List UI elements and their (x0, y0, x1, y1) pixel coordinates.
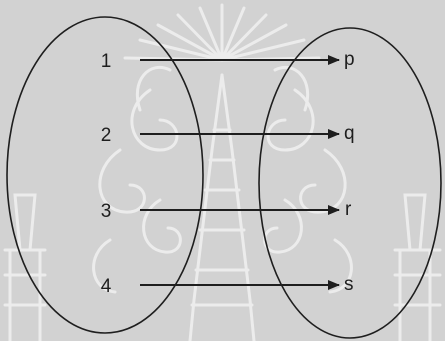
domain-element-2: 2 (101, 125, 112, 146)
codomain-element-s: s (344, 274, 354, 295)
domain-element-3: 3 (101, 201, 112, 222)
codomain-element-p: p (344, 49, 355, 70)
codomain-element-q: q (344, 123, 355, 144)
domain-element-4: 4 (101, 276, 112, 297)
codomain-element-r: r (345, 199, 352, 220)
domain-element-1: 1 (101, 51, 112, 72)
